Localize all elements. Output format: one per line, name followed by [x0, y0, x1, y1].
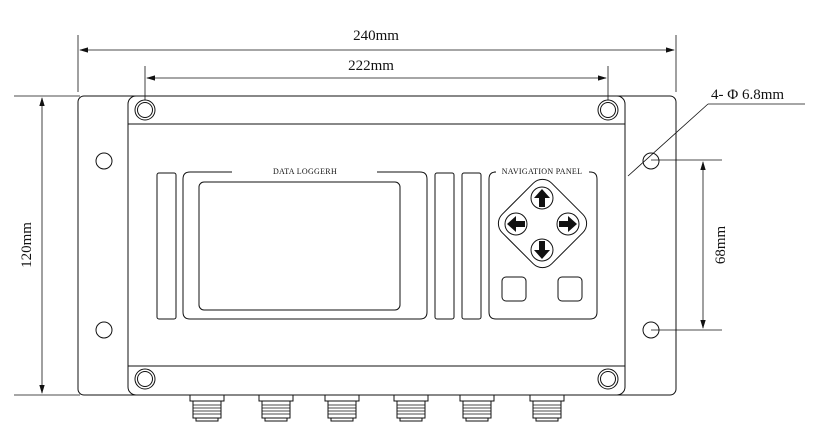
arrow-up-icon[interactable] [530, 186, 554, 210]
navigation-label: NAVIGATION PANEL [502, 167, 583, 176]
enclosure [127, 95, 626, 396]
dimension-height: 120mm [14, 95, 80, 396]
overall-width-label: 240mm [353, 28, 399, 44]
mounting-hole-label: 4- Φ 6.8mm [711, 87, 784, 103]
vent-slot-middle-1 [434, 172, 455, 320]
vent-slot-middle-2 [461, 172, 482, 320]
enclosure-body [127, 95, 626, 396]
function-button-right[interactable] [557, 276, 583, 302]
cable-connector [189, 394, 225, 422]
cable-connector [393, 394, 429, 422]
mounting-plate [77, 95, 677, 396]
dimension-hole-spacing: 68mm [651, 159, 729, 331]
mounting-hole [95, 152, 113, 170]
navigation-panel: NAVIGATION PANEL [488, 167, 598, 320]
mounting-hole [95, 321, 113, 339]
dimension-inner-width: 222mm [144, 58, 609, 100]
connector-row [189, 394, 565, 422]
inner-width-label: 222mm [348, 58, 394, 74]
mounting-hole [642, 321, 660, 339]
lid-screw [597, 99, 619, 121]
arrow-down-icon[interactable] [530, 238, 554, 262]
arrow-left-icon[interactable] [504, 212, 528, 236]
mounting-hole-callout: 4- Φ 6.8mm [627, 87, 805, 177]
keypad-frame [497, 178, 588, 269]
height-label: 120mm [19, 222, 35, 268]
cable-connector [324, 394, 360, 422]
lcd-screen [198, 181, 401, 311]
cable-connector [529, 394, 565, 422]
lid-screw [134, 368, 156, 390]
display-label: DATA LOGGERH [273, 167, 337, 176]
vent-slot-left [156, 172, 177, 320]
mounting-hole [642, 152, 660, 170]
flange-holes [95, 152, 660, 339]
lid-screw [134, 99, 156, 121]
hole-spacing-label: 68mm [713, 226, 729, 265]
dimension-overall-width: 240mm [77, 28, 677, 92]
function-button-left[interactable] [501, 276, 527, 302]
cable-connector [459, 394, 495, 422]
lid-screw [597, 368, 619, 390]
data-logger-display: DATA LOGGERH [182, 167, 428, 320]
arrow-right-icon[interactable] [556, 212, 580, 236]
cable-connector [258, 394, 294, 422]
